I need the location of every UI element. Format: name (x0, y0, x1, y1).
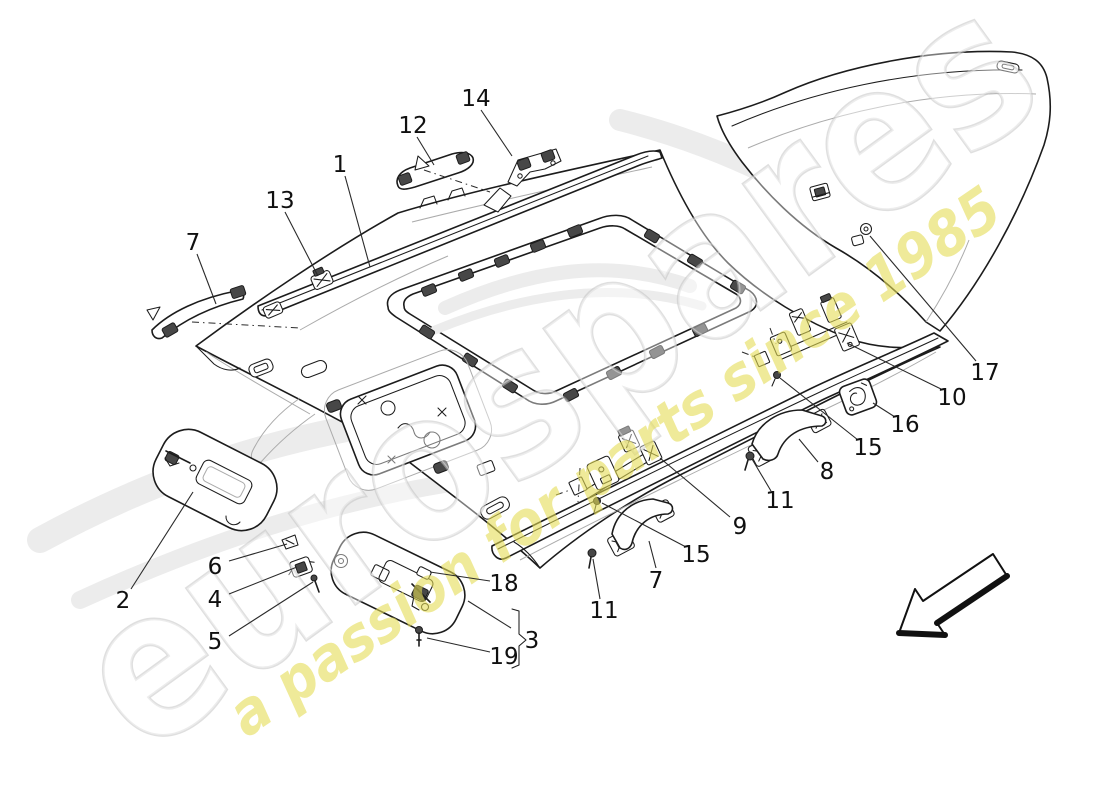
console-cutout (323, 349, 493, 491)
grab-handle-7 (607, 498, 675, 557)
part-label-11: 11 (765, 488, 794, 514)
part-label-9: 9 (733, 514, 748, 540)
leader-line-2 (130, 491, 194, 590)
leader-line-11 (592, 558, 601, 600)
part-label-12: 12 (398, 113, 427, 139)
part-label-4: 4 (208, 587, 223, 613)
part-label-18: 18 (489, 571, 518, 597)
part-label-7: 7 (186, 230, 201, 256)
clip-6 (281, 534, 299, 550)
visor-right-pivot (411, 566, 432, 612)
leader-line-17 (869, 235, 977, 362)
part-label-13: 13 (265, 188, 294, 214)
visor-screw-19 (415, 626, 423, 647)
part-label-10: 10 (937, 385, 966, 411)
pillar-trim-7 (146, 285, 301, 340)
group-bracket-3 (511, 608, 527, 669)
leader-line-7 (196, 253, 217, 305)
screw-11-mid (587, 548, 597, 569)
front-roof-rail (257, 148, 663, 319)
part-label-1: 1 (333, 152, 348, 178)
part-label-3: 3 (525, 628, 540, 654)
screw-15-right (771, 371, 781, 387)
watermark-brand: eurospares (33, 0, 1079, 797)
leader-line-9 (659, 457, 731, 518)
part-label-15: 15 (853, 435, 882, 461)
screw-11-right (744, 451, 755, 471)
rail-clip-13 (310, 266, 334, 290)
sun-visor-right (330, 531, 466, 647)
leader-line-19 (426, 637, 491, 653)
drawing-layer (27, 50, 1052, 647)
roof-fastener-17 (851, 222, 873, 247)
coat-hook-16 (838, 378, 878, 416)
bracket-cluster-9 (555, 425, 663, 569)
trim-clip (809, 182, 831, 202)
part-label-8: 8 (820, 459, 835, 485)
leader-line-16 (872, 402, 896, 418)
leader-line-6 (228, 543, 288, 562)
direction-arrow (896, 553, 1010, 638)
watermark-layer: eurospares a passion for parts since 198… (32, 0, 1081, 799)
part-label-19: 19 (489, 644, 518, 670)
part-label-14: 14 (461, 86, 490, 112)
leader-line-15 (601, 502, 687, 548)
visor-left-pivot (164, 450, 197, 472)
leader-line-14 (480, 109, 513, 157)
leader-line-11 (751, 458, 772, 492)
part-label-15: 15 (681, 542, 710, 568)
part-label-6: 6 (208, 554, 223, 580)
leader-line-8 (798, 438, 819, 463)
leader-line-12 (416, 136, 435, 166)
rear-roof-trim (716, 50, 1052, 332)
leader-line-4 (228, 566, 298, 595)
leader-line-1 (344, 175, 371, 268)
leader-line-13 (284, 211, 319, 277)
part-label-5: 5 (208, 629, 223, 655)
bracket-assembly-10 (741, 293, 860, 387)
headliner-cutouts (248, 358, 510, 520)
leader-line-18 (429, 571, 491, 582)
part-label-16: 16 (890, 412, 919, 438)
part-label-17: 17 (970, 360, 999, 386)
leader-line-7 (648, 540, 657, 569)
part-label-7: 7 (649, 568, 664, 594)
sun-visor-left (152, 428, 278, 532)
sunroof-frame-clips (418, 224, 747, 402)
part-label-2: 2 (116, 588, 131, 614)
grab-handle-8 (744, 408, 832, 471)
rail-bracket-14 (483, 148, 562, 213)
screw-5 (310, 574, 320, 593)
group-leader-line (467, 600, 512, 629)
clip-4 (288, 556, 315, 578)
part-label-11: 11 (589, 598, 618, 624)
sunroof-frame (386, 214, 758, 405)
leader-line-10 (846, 342, 942, 390)
screw-15-mid (593, 497, 601, 514)
trim-slot (996, 60, 1020, 74)
leader-line-5 (228, 581, 314, 637)
grab-handle-12 (396, 151, 491, 193)
rail-clip (262, 301, 284, 319)
leader-lines (130, 109, 977, 653)
leader-line-15 (779, 377, 859, 441)
rear-mounting-rail (491, 332, 949, 569)
